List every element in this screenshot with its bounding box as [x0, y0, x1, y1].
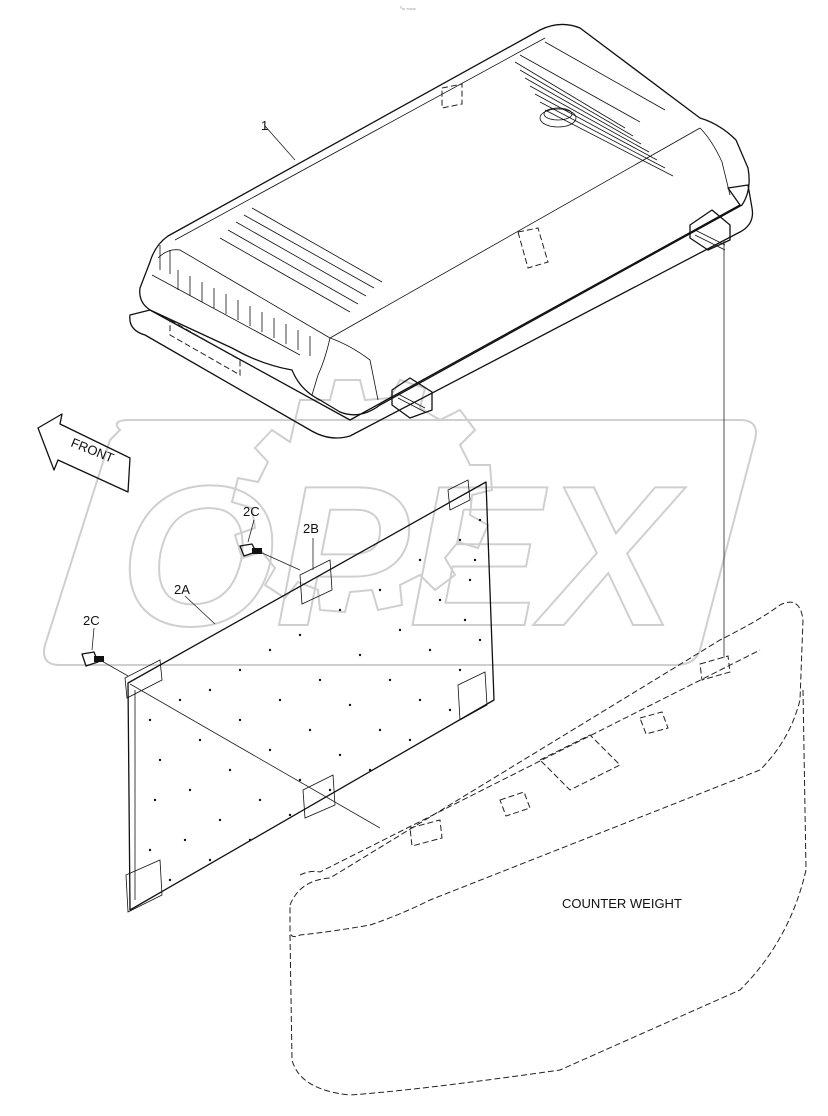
- bolt-2c-upper: [239, 543, 262, 557]
- cover-assembly: [129, 23, 754, 439]
- panel-2a: [124, 479, 495, 913]
- watermark-text: OPEX: [120, 445, 686, 668]
- side-oval-vents: [159, 245, 311, 356]
- panel-perforations: [148, 518, 482, 882]
- opex-watermark: OPEX: [43, 378, 757, 669]
- front-top-vent-slots: [219, 207, 383, 313]
- label-part-2a: 2A: [174, 582, 190, 597]
- bolt-2c-lower: [81, 651, 104, 667]
- assembly-lines: [91, 125, 725, 829]
- label-part-2c-lower: 2C: [83, 613, 100, 628]
- label-counter-weight: COUNTER WEIGHT: [562, 896, 682, 911]
- label-part-2c-upper: 2C: [243, 504, 260, 519]
- corner-code: ⁰ₘ ₘₘₘ: [400, 6, 416, 12]
- hinge-rear: [689, 209, 731, 251]
- label-part-1: 1: [261, 118, 268, 133]
- counter-weight: [289, 601, 807, 1096]
- label-part-2b: 2B: [303, 521, 319, 536]
- hinge-front: [391, 377, 433, 419]
- cap-icon: [539, 108, 577, 128]
- top-vent-slots: [514, 41, 674, 177]
